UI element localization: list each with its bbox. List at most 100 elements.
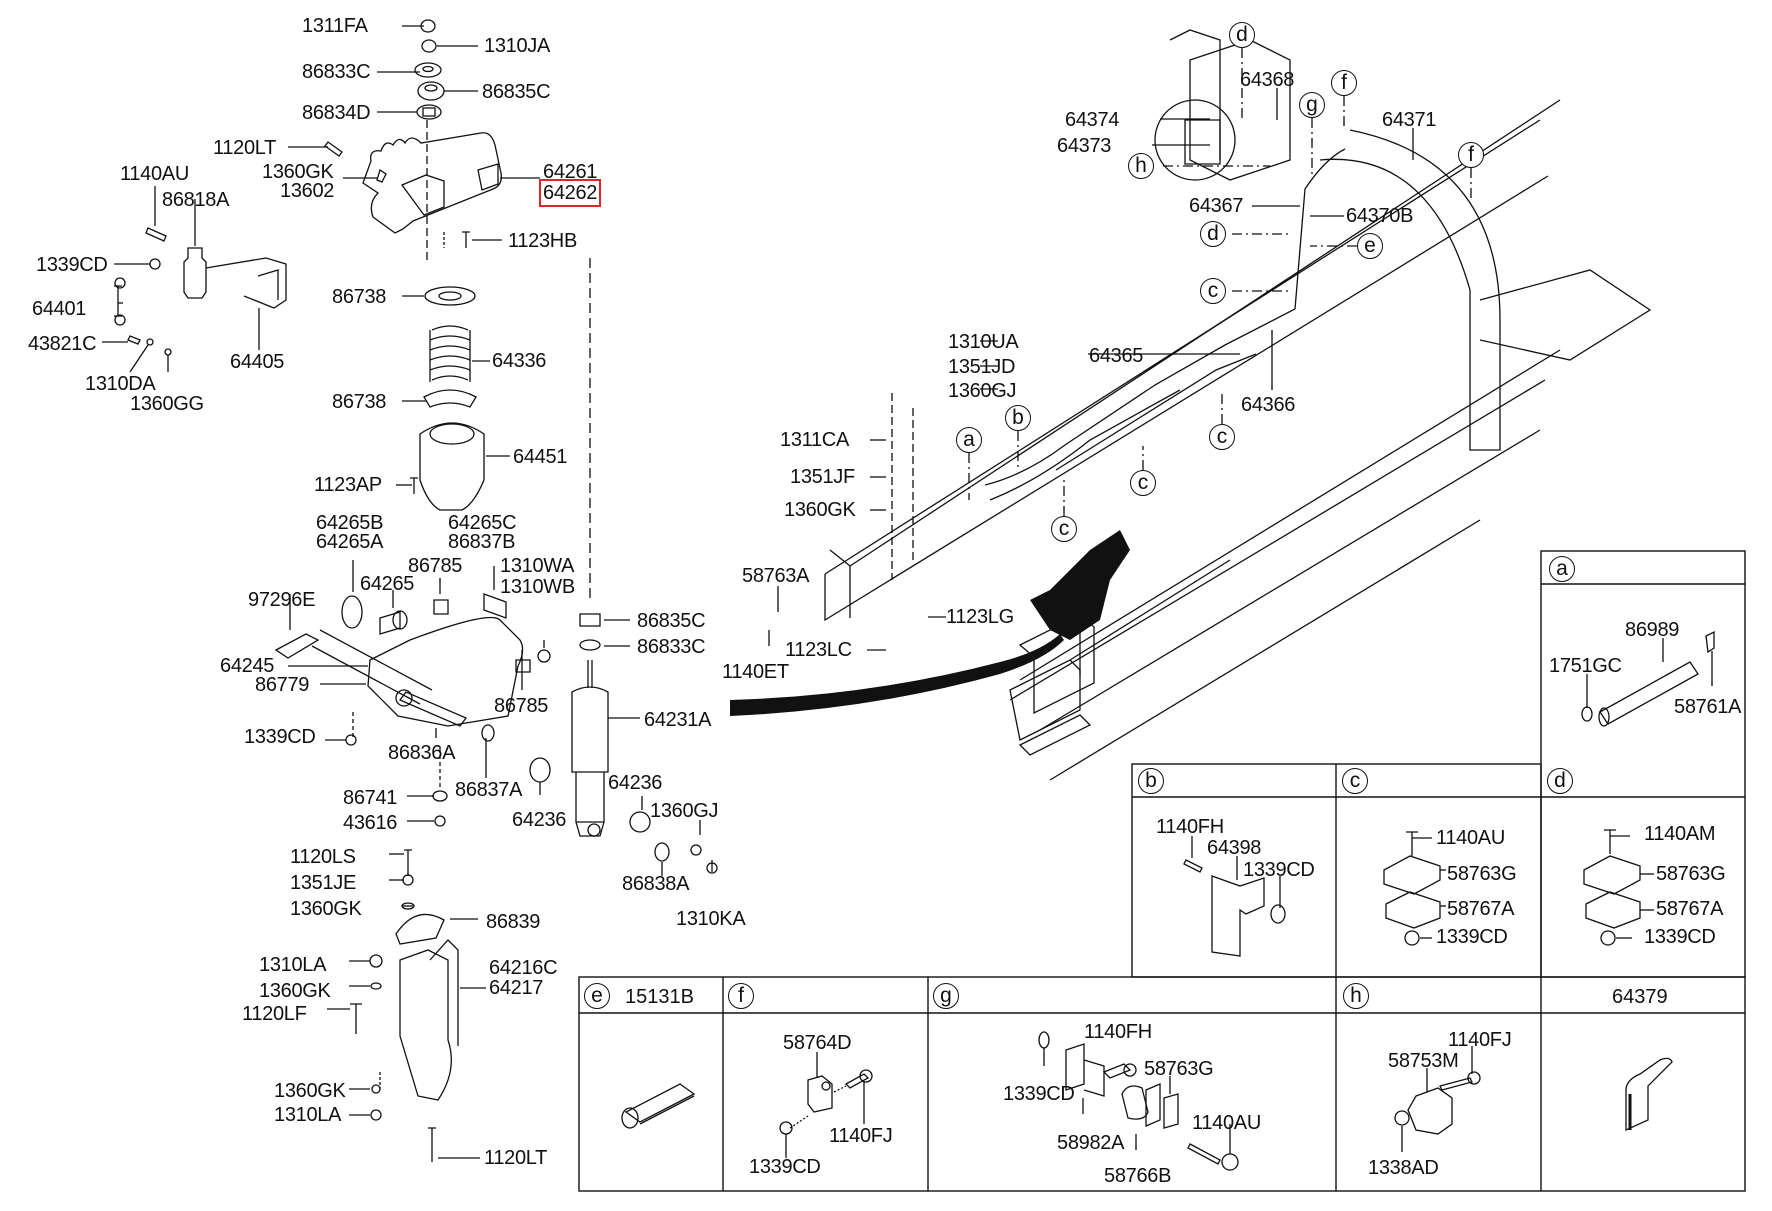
label-58763A[interactable]: 58763A	[742, 565, 810, 587]
label-1120LT[interactable]: 1120LT	[213, 137, 277, 159]
callout-g[interactable]: g	[1299, 92, 1325, 118]
label-86835C[interactable]: 86835C	[482, 81, 551, 103]
label-1360GK-c[interactable]: 1360GK	[259, 980, 331, 1002]
callout-c[interactable]: c	[1200, 278, 1226, 304]
label-1123LC[interactable]: 1123LC	[785, 639, 852, 661]
label-86837A[interactable]: 86837A	[455, 779, 523, 801]
box-e-part-15131B[interactable]: 15131B	[625, 986, 694, 1008]
callout-a[interactable]: a	[956, 427, 982, 453]
label-1140ET[interactable]: 1140ET	[722, 661, 789, 683]
callout-c-3[interactable]: c	[1130, 470, 1156, 496]
label-86836A[interactable]: 86836A	[388, 742, 456, 764]
box-64379-part[interactable]: 64379	[1612, 986, 1668, 1008]
label-86779[interactable]: 86779	[255, 674, 310, 696]
label-1120LF[interactable]: 1120LF	[242, 1003, 307, 1025]
label-13602[interactable]: 13602	[280, 180, 335, 202]
callout-c-4[interactable]: c	[1051, 516, 1077, 542]
label-64245[interactable]: 64245	[220, 655, 275, 677]
box-f-part-1339CD[interactable]: 1339CD	[749, 1156, 821, 1178]
label-64370B[interactable]: 64370B	[1346, 205, 1414, 227]
label-1123HB[interactable]: 1123HB	[508, 230, 577, 252]
box-b-part-1339CD[interactable]: 1339CD	[1243, 859, 1315, 881]
label-1360GJ[interactable]: 1360GJ	[650, 800, 719, 822]
label-64216C[interactable]: 64216C	[489, 957, 558, 979]
label-86833C-mid[interactable]: 86833C	[637, 636, 706, 658]
label-1310UA[interactable]: 1310UA	[948, 331, 1019, 353]
label-64368[interactable]: 64368	[1240, 69, 1295, 91]
callout-d-2[interactable]: d	[1200, 221, 1226, 247]
label-1311FA[interactable]: 1311FA	[302, 15, 368, 37]
label-64236[interactable]: 64236	[512, 809, 567, 831]
box-g-part-58766B[interactable]: 58766B	[1104, 1165, 1172, 1187]
box-c-part-58763G[interactable]: 58763G	[1447, 863, 1517, 885]
label-1351JD[interactable]: 1351JD	[948, 356, 1016, 378]
label-64217[interactable]: 64217	[489, 977, 544, 999]
callout-h[interactable]: h	[1128, 153, 1154, 179]
callout-e[interactable]: e	[1357, 233, 1383, 259]
label-86818A[interactable]: 86818A	[162, 189, 230, 211]
box-g-part-58982A[interactable]: 58982A	[1057, 1132, 1125, 1154]
box-d-part-58767A[interactable]: 58767A	[1656, 898, 1724, 920]
box-f-part-1140FJ[interactable]: 1140FJ	[829, 1125, 893, 1147]
label-86839[interactable]: 86839	[486, 911, 541, 933]
label-64231A[interactable]: 64231A	[644, 709, 712, 731]
label-86835C-mid[interactable]: 86835C	[637, 610, 706, 632]
label-43821C[interactable]: 43821C	[28, 333, 97, 355]
callout-d[interactable]: d	[1229, 22, 1255, 48]
label-97296E[interactable]: 97296E	[248, 589, 316, 611]
label-1140AU[interactable]: 1140AU	[120, 163, 189, 185]
label-1360GK-b[interactable]: 1360GK	[290, 898, 362, 920]
box-h-part-1140FJ[interactable]: 1140FJ	[1448, 1029, 1512, 1051]
label-1123LG[interactable]: 1123LG	[946, 606, 1014, 628]
label-1310LA-b[interactable]: 1310LA	[274, 1104, 342, 1126]
label-1339CD-mid[interactable]: 1339CD	[244, 726, 316, 748]
callout-b[interactable]: b	[1005, 405, 1031, 431]
label-64371[interactable]: 64371	[1382, 109, 1437, 131]
label-1310JA[interactable]: 1310JA	[484, 35, 551, 57]
label-86738[interactable]: 86738	[332, 286, 387, 308]
label-43616[interactable]: 43616	[343, 812, 398, 834]
label-1310LA[interactable]: 1310LA	[259, 954, 327, 976]
box-g-part-1140FH[interactable]: 1140FH	[1084, 1021, 1152, 1043]
label-1310KA[interactable]: 1310KA	[676, 908, 746, 930]
label-64336[interactable]: 64336	[492, 350, 547, 372]
label-86785-right[interactable]: 86785	[494, 695, 549, 717]
label-1120LS[interactable]: 1120LS	[290, 846, 356, 868]
box-d-part-1140AM[interactable]: 1140AM	[1644, 823, 1716, 845]
label-1360GK[interactable]: 1360GK	[262, 161, 334, 183]
label-86741[interactable]: 86741	[343, 787, 398, 809]
box-a-part-58761A[interactable]: 58761A	[1674, 696, 1742, 718]
label-64366[interactable]: 64366	[1241, 394, 1296, 416]
label-64365[interactable]: 64365	[1089, 345, 1144, 367]
label-86738-lower[interactable]: 86738	[332, 391, 387, 413]
box-g-part-58763G[interactable]: 58763G	[1144, 1058, 1214, 1080]
label-64265[interactable]: 64265	[360, 573, 415, 595]
box-c-part-58767A[interactable]: 58767A	[1447, 898, 1515, 920]
box-b-part-1140FH[interactable]: 1140FH	[1156, 816, 1224, 838]
label-64261[interactable]: 64261	[543, 161, 598, 183]
label-86785[interactable]: 86785	[408, 555, 463, 577]
label-64401[interactable]: 64401	[32, 298, 87, 320]
label-1120LT-bottom[interactable]: 1120LT	[484, 1147, 548, 1169]
callout-c-2[interactable]: c	[1209, 424, 1235, 450]
label-1310WA[interactable]: 1310WA	[500, 555, 575, 577]
label-64265B[interactable]: 64265B	[316, 512, 384, 534]
label-1310DA[interactable]: 1310DA	[85, 373, 156, 395]
label-64451[interactable]: 64451	[513, 446, 568, 468]
label-86837B[interactable]: 86837B	[448, 531, 516, 553]
label-64236-right[interactable]: 64236	[608, 772, 663, 794]
label-1360GK-mid[interactable]: 1360GK	[784, 499, 856, 521]
box-h-part-58753M[interactable]: 58753M	[1388, 1050, 1459, 1072]
label-64373[interactable]: 64373	[1057, 135, 1112, 157]
label-1310WB[interactable]: 1310WB	[500, 576, 575, 598]
label-1351JE[interactable]: 1351JE	[290, 872, 357, 894]
label-1360GK-d[interactable]: 1360GK	[274, 1080, 346, 1102]
label-64405[interactable]: 64405	[230, 351, 285, 373]
label-1339CD[interactable]: 1339CD	[36, 254, 108, 276]
label-1360GG[interactable]: 1360GG	[130, 393, 204, 415]
box-a-part-1751GC[interactable]: 1751GC	[1549, 655, 1622, 677]
box-g-part-1140AU[interactable]: 1140AU	[1192, 1112, 1261, 1134]
box-f-part-58764D[interactable]: 58764D	[783, 1032, 852, 1054]
label-86834D[interactable]: 86834D	[302, 102, 371, 124]
label-64265C[interactable]: 64265C	[448, 512, 517, 534]
